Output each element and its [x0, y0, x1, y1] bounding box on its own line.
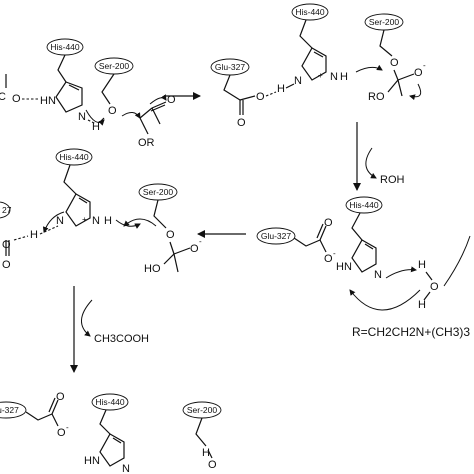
svg-text:+: + — [82, 215, 87, 224]
imidazole-n-4b: N — [92, 215, 100, 227]
glu-carbonyl-o-3: O — [324, 217, 333, 229]
imidazole-nh-2: N — [330, 71, 338, 83]
acetic-acid-release-arrow — [81, 299, 93, 337]
his-440-oval-5 — [91, 393, 129, 411]
ser-200-label-5: Ser-200 — [187, 405, 218, 415]
glu-327-label-2: Glu-327 — [215, 62, 246, 72]
clipped-o-4b: O — [2, 259, 11, 271]
tetrahedral-o-minus-2: O — [414, 67, 423, 79]
ser-hydroxyl-o-5: O — [208, 459, 217, 471]
clipped-carboxylate-c: C — [0, 91, 6, 103]
his-440-oval-2 — [291, 3, 329, 21]
his-440-label-3: His-440 — [349, 200, 379, 210]
his-440-label-4: His-440 — [59, 152, 89, 162]
his-440-oval-4 — [55, 148, 93, 166]
ser-oxygen-2: O — [390, 57, 399, 69]
roh-release-arrow — [365, 147, 377, 179]
glu-o-minus-3: O — [324, 253, 333, 265]
imidazole-n-4a: N — [56, 215, 64, 227]
panel-step-2: Glu-327 O O H His-440 N + N H Ser-200 O … — [210, 3, 426, 129]
tetrahedral-o-minus-4: O — [190, 243, 199, 255]
electron-arrow-1c — [85, 109, 105, 126]
imidazole-n-5: N — [122, 463, 130, 474]
imidazole-n-3: N — [374, 269, 382, 281]
panel-step-3: Glu-327 O O - His-440 HN N H O H — [256, 196, 471, 311]
ester-or-group: OR — [138, 137, 155, 149]
proton-h-2a: H — [277, 83, 285, 95]
imidazole-hn-3: HN — [336, 261, 352, 273]
electron-arrow-3b — [443, 235, 471, 287]
ser-200-label-4: Ser-200 — [143, 187, 174, 197]
imidazole-hn-1: HN — [40, 95, 56, 107]
imidazole-ring-3 — [351, 239, 377, 273]
svg-text:-: - — [66, 423, 69, 432]
electron-arrow-4c — [42, 211, 65, 233]
proton-h-4b: H — [104, 215, 112, 227]
electron-arrow-4b — [123, 218, 157, 227]
ho-group-4: HO — [144, 263, 161, 275]
r-group-definition: R=CH2CH2N+(CH3)3 — [352, 325, 470, 339]
water-h-3b: H — [418, 299, 426, 311]
imidazole-ring-5 — [99, 433, 125, 467]
glu-o-minus-5: O — [57, 427, 66, 439]
his-440-oval-3 — [345, 196, 383, 214]
electron-arrow-3a — [385, 266, 417, 279]
his-440-label-5: His-440 — [95, 397, 125, 407]
proton-h-1: H — [92, 121, 100, 133]
imidazole-ring-2 — [301, 47, 327, 81]
proton-h-4a: H — [30, 229, 38, 241]
water-o-3: O — [430, 281, 439, 293]
glu-327-oval-clipped-4 — [0, 201, 11, 219]
glu-327-label-5: u-327 — [0, 405, 19, 415]
electron-arrow-1b — [149, 94, 167, 105]
panel-step-5: u-327 O O - His-440 HN N Ser-200 O H — [0, 391, 222, 474]
imidazole-ring-4 — [65, 193, 91, 227]
his-440-label: His-440 — [50, 42, 80, 52]
panel-step-4: 27 O O H His-440 N + N H Ser-200 O O - H… — [0, 148, 202, 275]
glu-carbonyl-o-5: O — [56, 391, 65, 403]
clipped-carboxylate-o: O — [12, 93, 21, 105]
proton-h-2b: H — [340, 71, 348, 83]
ser-hydroxyl-h-5: H — [202, 447, 210, 459]
imidazole-hn-5: HN — [84, 455, 100, 467]
electron-arrow-3c — [349, 289, 421, 311]
svg-text:-: - — [423, 61, 426, 70]
ser-200-label-1: Ser-200 — [99, 61, 130, 71]
glu-carbonyl-o-2: O — [237, 117, 246, 129]
byproduct-acetic-acid: CH3COOH — [94, 333, 149, 345]
glu-327-oval-3 — [256, 227, 296, 245]
his-sidechain — [57, 54, 67, 83]
panel-step-1: C O His-440 HN N H Ser-200 O O OR — [0, 38, 176, 149]
imidazole-ring-1 — [55, 81, 83, 113]
water-h-3a: H — [418, 259, 426, 271]
plus-charge-2: + — [318, 71, 323, 80]
glu-327-label-3: Glu-327 — [261, 231, 292, 241]
imidazole-n-2a: N — [294, 75, 302, 87]
ser-oxygen-1: O — [108, 105, 117, 117]
his-440-label-2: His-440 — [295, 7, 325, 17]
glu-oxygen-2: O — [256, 91, 265, 103]
electron-arrow-1a — [121, 112, 141, 119]
ser-200-label-2: Ser-200 — [369, 17, 400, 27]
svg-text:-: - — [199, 237, 202, 246]
byproduct-roh: ROH — [380, 174, 405, 186]
clipped-o-4a: O — [2, 239, 11, 251]
glu-327-label-clipped-4: 27 — [2, 205, 12, 215]
glu-327-oval-5 — [0, 401, 27, 419]
electron-arrow-2a — [355, 64, 383, 73]
svg-text:-: - — [333, 249, 336, 258]
ser-oxygen-4: O — [166, 229, 175, 241]
ro-group-2: RO — [368, 91, 385, 103]
imidazole-n-1: N — [78, 111, 86, 123]
electron-arrow-2b — [409, 83, 422, 101]
ester-carbonyl-o: O — [167, 94, 176, 106]
